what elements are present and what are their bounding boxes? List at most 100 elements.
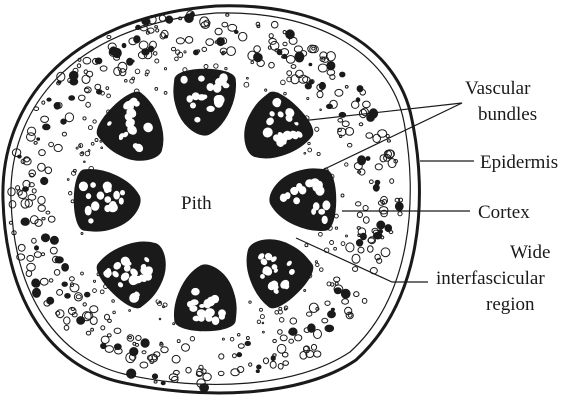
vascular-cell bbox=[215, 78, 224, 86]
cortex-cell bbox=[69, 96, 75, 100]
vascular-cell bbox=[190, 103, 196, 109]
vascular-bundles-label-line2: bundles bbox=[478, 104, 537, 125]
cortex-cell bbox=[23, 187, 29, 192]
cortex-cell bbox=[142, 18, 150, 25]
cortex-cell bbox=[356, 98, 360, 102]
cortex-cell bbox=[395, 202, 403, 210]
vascular-cell bbox=[194, 289, 199, 294]
vascular-cell bbox=[206, 106, 214, 112]
vascular-cell bbox=[206, 315, 213, 321]
cortex-cell bbox=[134, 36, 140, 43]
cortex-cell bbox=[47, 297, 54, 304]
cortex-cell bbox=[309, 63, 312, 66]
cortex-cell bbox=[122, 43, 126, 47]
cortex-cell bbox=[200, 384, 209, 392]
cortex-cell bbox=[41, 234, 49, 242]
vascular-cell bbox=[187, 95, 193, 102]
cortex-cell bbox=[77, 317, 85, 325]
vascular-cell bbox=[198, 316, 205, 322]
vascular-cell bbox=[194, 117, 200, 123]
cortex-cell bbox=[356, 240, 362, 247]
vascular-cell bbox=[197, 309, 206, 317]
vascular-cell bbox=[181, 76, 188, 84]
cortex-cell bbox=[62, 282, 67, 286]
vascular-cell bbox=[280, 194, 287, 202]
vascular-cell bbox=[86, 193, 91, 199]
cortex-cell bbox=[58, 81, 61, 84]
cortex-cell bbox=[127, 58, 133, 65]
wide-region-label-line3: region bbox=[486, 294, 535, 315]
cortex-cell bbox=[235, 31, 239, 34]
vascular-cell bbox=[207, 83, 215, 91]
vascular-cell bbox=[105, 196, 112, 203]
cortex-cell bbox=[358, 156, 366, 165]
vascular-cell bbox=[90, 182, 96, 188]
cortex-cell bbox=[366, 157, 370, 161]
cortex-cell bbox=[295, 52, 304, 62]
vascular-cell bbox=[218, 309, 226, 317]
cortex-cell bbox=[130, 348, 138, 356]
cortex-cell bbox=[377, 221, 385, 229]
cortex-cell bbox=[62, 264, 69, 272]
cortex-cell bbox=[152, 374, 157, 379]
cortex-cell bbox=[50, 236, 58, 244]
vascular-cell bbox=[211, 295, 219, 303]
cortex-cell bbox=[325, 325, 334, 332]
labels-right: Vascular bundles Epidermis Cortex Wide i… bbox=[436, 78, 558, 315]
cortex-cell bbox=[35, 246, 39, 250]
cortex-cell bbox=[340, 72, 345, 77]
vascular-cell bbox=[91, 201, 99, 211]
cortex-cell bbox=[319, 82, 325, 89]
cortex-cell bbox=[55, 257, 63, 263]
vascular-cell bbox=[212, 316, 220, 325]
cortex-cell bbox=[257, 365, 261, 369]
vascular-cell bbox=[88, 218, 93, 223]
vascular-cell bbox=[192, 92, 200, 100]
cortex-label: Cortex bbox=[478, 202, 530, 223]
vascular-cell bbox=[187, 301, 193, 307]
cortex-cell bbox=[375, 180, 380, 184]
cortex-cell bbox=[237, 353, 242, 357]
cortex-cell bbox=[367, 114, 375, 121]
vascular-cell bbox=[214, 96, 224, 107]
cortex-cell bbox=[85, 292, 90, 297]
epidermis-label: Epidermis bbox=[480, 152, 558, 173]
cortex-cell bbox=[245, 341, 250, 345]
vascular-cell bbox=[203, 95, 208, 100]
cortex-cell bbox=[217, 38, 225, 46]
vascular-cell bbox=[120, 190, 125, 195]
wide-region-label-line2: interfascicular bbox=[436, 268, 545, 289]
cortex-cell bbox=[141, 339, 149, 348]
vascular-cell bbox=[198, 76, 205, 82]
cortex-cell bbox=[378, 230, 382, 234]
cortex-cell bbox=[54, 103, 60, 110]
cortex-cell bbox=[37, 138, 40, 140]
cortex-cell bbox=[256, 370, 259, 373]
wide-region-label-line1: Wide bbox=[510, 242, 550, 263]
vascular-cell bbox=[322, 200, 330, 210]
cortex-cell bbox=[33, 288, 41, 297]
vascular-cell bbox=[311, 208, 316, 215]
cortex-cell bbox=[194, 50, 199, 55]
vascular-cell bbox=[322, 216, 328, 224]
cortex-cell bbox=[43, 124, 50, 130]
cortex-cell bbox=[373, 184, 379, 191]
cortex-cell bbox=[161, 381, 165, 384]
cortex-cell bbox=[360, 233, 366, 239]
vascular-cell bbox=[293, 197, 300, 204]
vascular-cell bbox=[104, 186, 110, 193]
cortex-cell bbox=[328, 311, 336, 318]
cortex-cell bbox=[21, 218, 29, 225]
pith-label: Pith bbox=[181, 193, 212, 214]
cortex-cell bbox=[166, 16, 173, 23]
cortex-cell bbox=[185, 14, 194, 23]
cortex-cell bbox=[127, 369, 136, 378]
cortex-cell bbox=[136, 25, 141, 29]
vascular-cell bbox=[79, 182, 88, 192]
vascular-bundles-label-line1: Vascular bbox=[465, 78, 531, 99]
cortex-cell bbox=[331, 308, 334, 310]
vascular-cell bbox=[318, 209, 325, 215]
vascular-cell bbox=[85, 206, 92, 216]
cortex-cell bbox=[289, 328, 297, 335]
